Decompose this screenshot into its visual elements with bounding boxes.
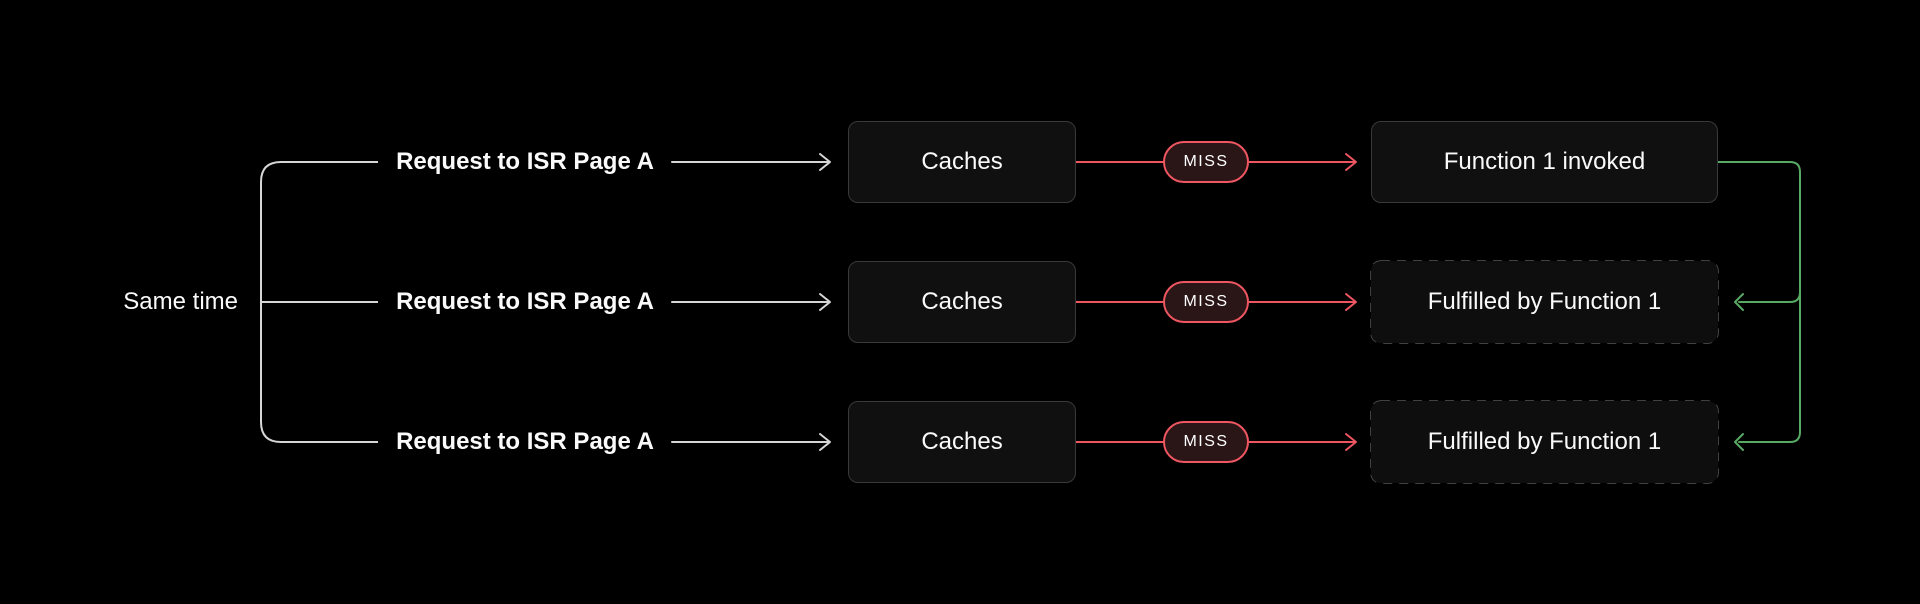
function-invoked-label: Function 1 invoked xyxy=(1443,148,1646,175)
miss-badge-label: MISS xyxy=(1183,293,1229,310)
cache-box-label: Caches xyxy=(921,288,1003,315)
miss-badge-label: MISS xyxy=(1183,433,1229,450)
cache-box-label: Caches xyxy=(921,148,1003,175)
miss-arrow-row3 xyxy=(1075,433,1357,451)
miss-badge: MISS xyxy=(1163,281,1249,323)
fulfilled-connector xyxy=(1717,161,1801,451)
request-arrow-row2 xyxy=(671,293,831,311)
request-label: Request to ISR Page A xyxy=(396,428,654,455)
cache-box: Caches xyxy=(848,121,1076,203)
function-invoked-box: Function 1 invoked xyxy=(1371,121,1718,203)
fulfilled-box: Fulfilled by Function 1 xyxy=(1371,261,1718,343)
request-label: Request to ISR Page A xyxy=(396,288,654,315)
miss-badge: MISS xyxy=(1163,141,1249,183)
fulfilled-label: Fulfilled by Function 1 xyxy=(1427,428,1662,455)
cache-box: Caches xyxy=(848,261,1076,343)
request-label: Request to ISR Page A xyxy=(396,148,654,175)
same-time-bracket xyxy=(260,161,378,443)
miss-arrow-row2 xyxy=(1075,293,1357,311)
request-arrow-row3 xyxy=(671,433,831,451)
request-arrow-row1 xyxy=(671,153,831,171)
cache-box-label: Caches xyxy=(921,428,1003,455)
miss-arrow-row1 xyxy=(1075,153,1357,171)
fulfilled-label: Fulfilled by Function 1 xyxy=(1427,288,1662,315)
fulfilled-box: Fulfilled by Function 1 xyxy=(1371,401,1718,483)
same-time-label: Same time xyxy=(123,288,238,315)
miss-badge-label: MISS xyxy=(1183,153,1229,170)
miss-badge: MISS xyxy=(1163,421,1249,463)
cache-box: Caches xyxy=(848,401,1076,483)
